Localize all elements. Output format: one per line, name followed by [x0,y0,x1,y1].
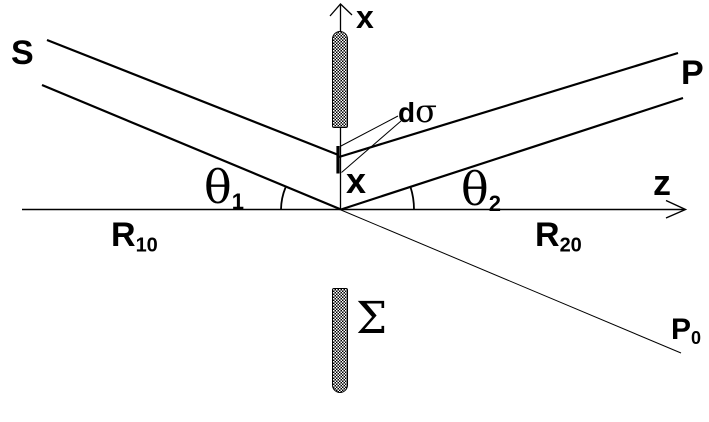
theta2-symbol: θ [461,162,489,216]
r10-base: R [111,216,136,254]
d-sigma-label: dσ [398,95,437,127]
s-beam-lower-ray [41,83,342,211]
hologram-plane-label: Σ [356,293,388,344]
p-beam-upper-ray [338,51,679,159]
theta2-angle-arc [409,186,415,210]
d-sigma-pointer-line-top [339,115,399,147]
p0-ray-line [340,209,682,354]
source-beam-label: S [11,34,34,72]
r20-subscript: 20 [559,234,582,257]
theta1-label: θ1 [204,164,244,213]
theta1-symbol: θ [204,160,232,214]
theta1-angle-arc [280,187,287,210]
theta2-subscript: 2 [488,191,501,217]
p0-base: P [671,313,692,346]
hologram-plate-lower [332,288,348,393]
r20-label: R20 [535,218,582,256]
hologram-plate-upper [332,31,348,128]
d-sigma-pointer-line-bottom [341,120,402,173]
theta2-label: θ2 [461,166,501,215]
r10-label: R10 [111,218,158,256]
element-height-label: x [346,160,367,201]
p0-label: P0 [671,313,702,349]
r20-base: R [535,216,560,254]
z-axis-label: z [653,162,671,203]
z-axis-arrowhead-icon [665,199,688,219]
s-beam-upper-ray [46,38,339,157]
r10-subscript: 10 [135,234,158,257]
p-beam-label: P [681,54,704,92]
x-axis-arrowhead-icon [329,3,353,17]
p0-subscript: 0 [691,328,702,349]
d-sigma-label-d: d [398,97,416,128]
p-beam-lower-ray [340,96,684,211]
theta1-subscript: 1 [231,189,244,215]
d-sigma-label-sigma: σ [415,92,437,130]
x-axis-label: x [356,0,374,35]
